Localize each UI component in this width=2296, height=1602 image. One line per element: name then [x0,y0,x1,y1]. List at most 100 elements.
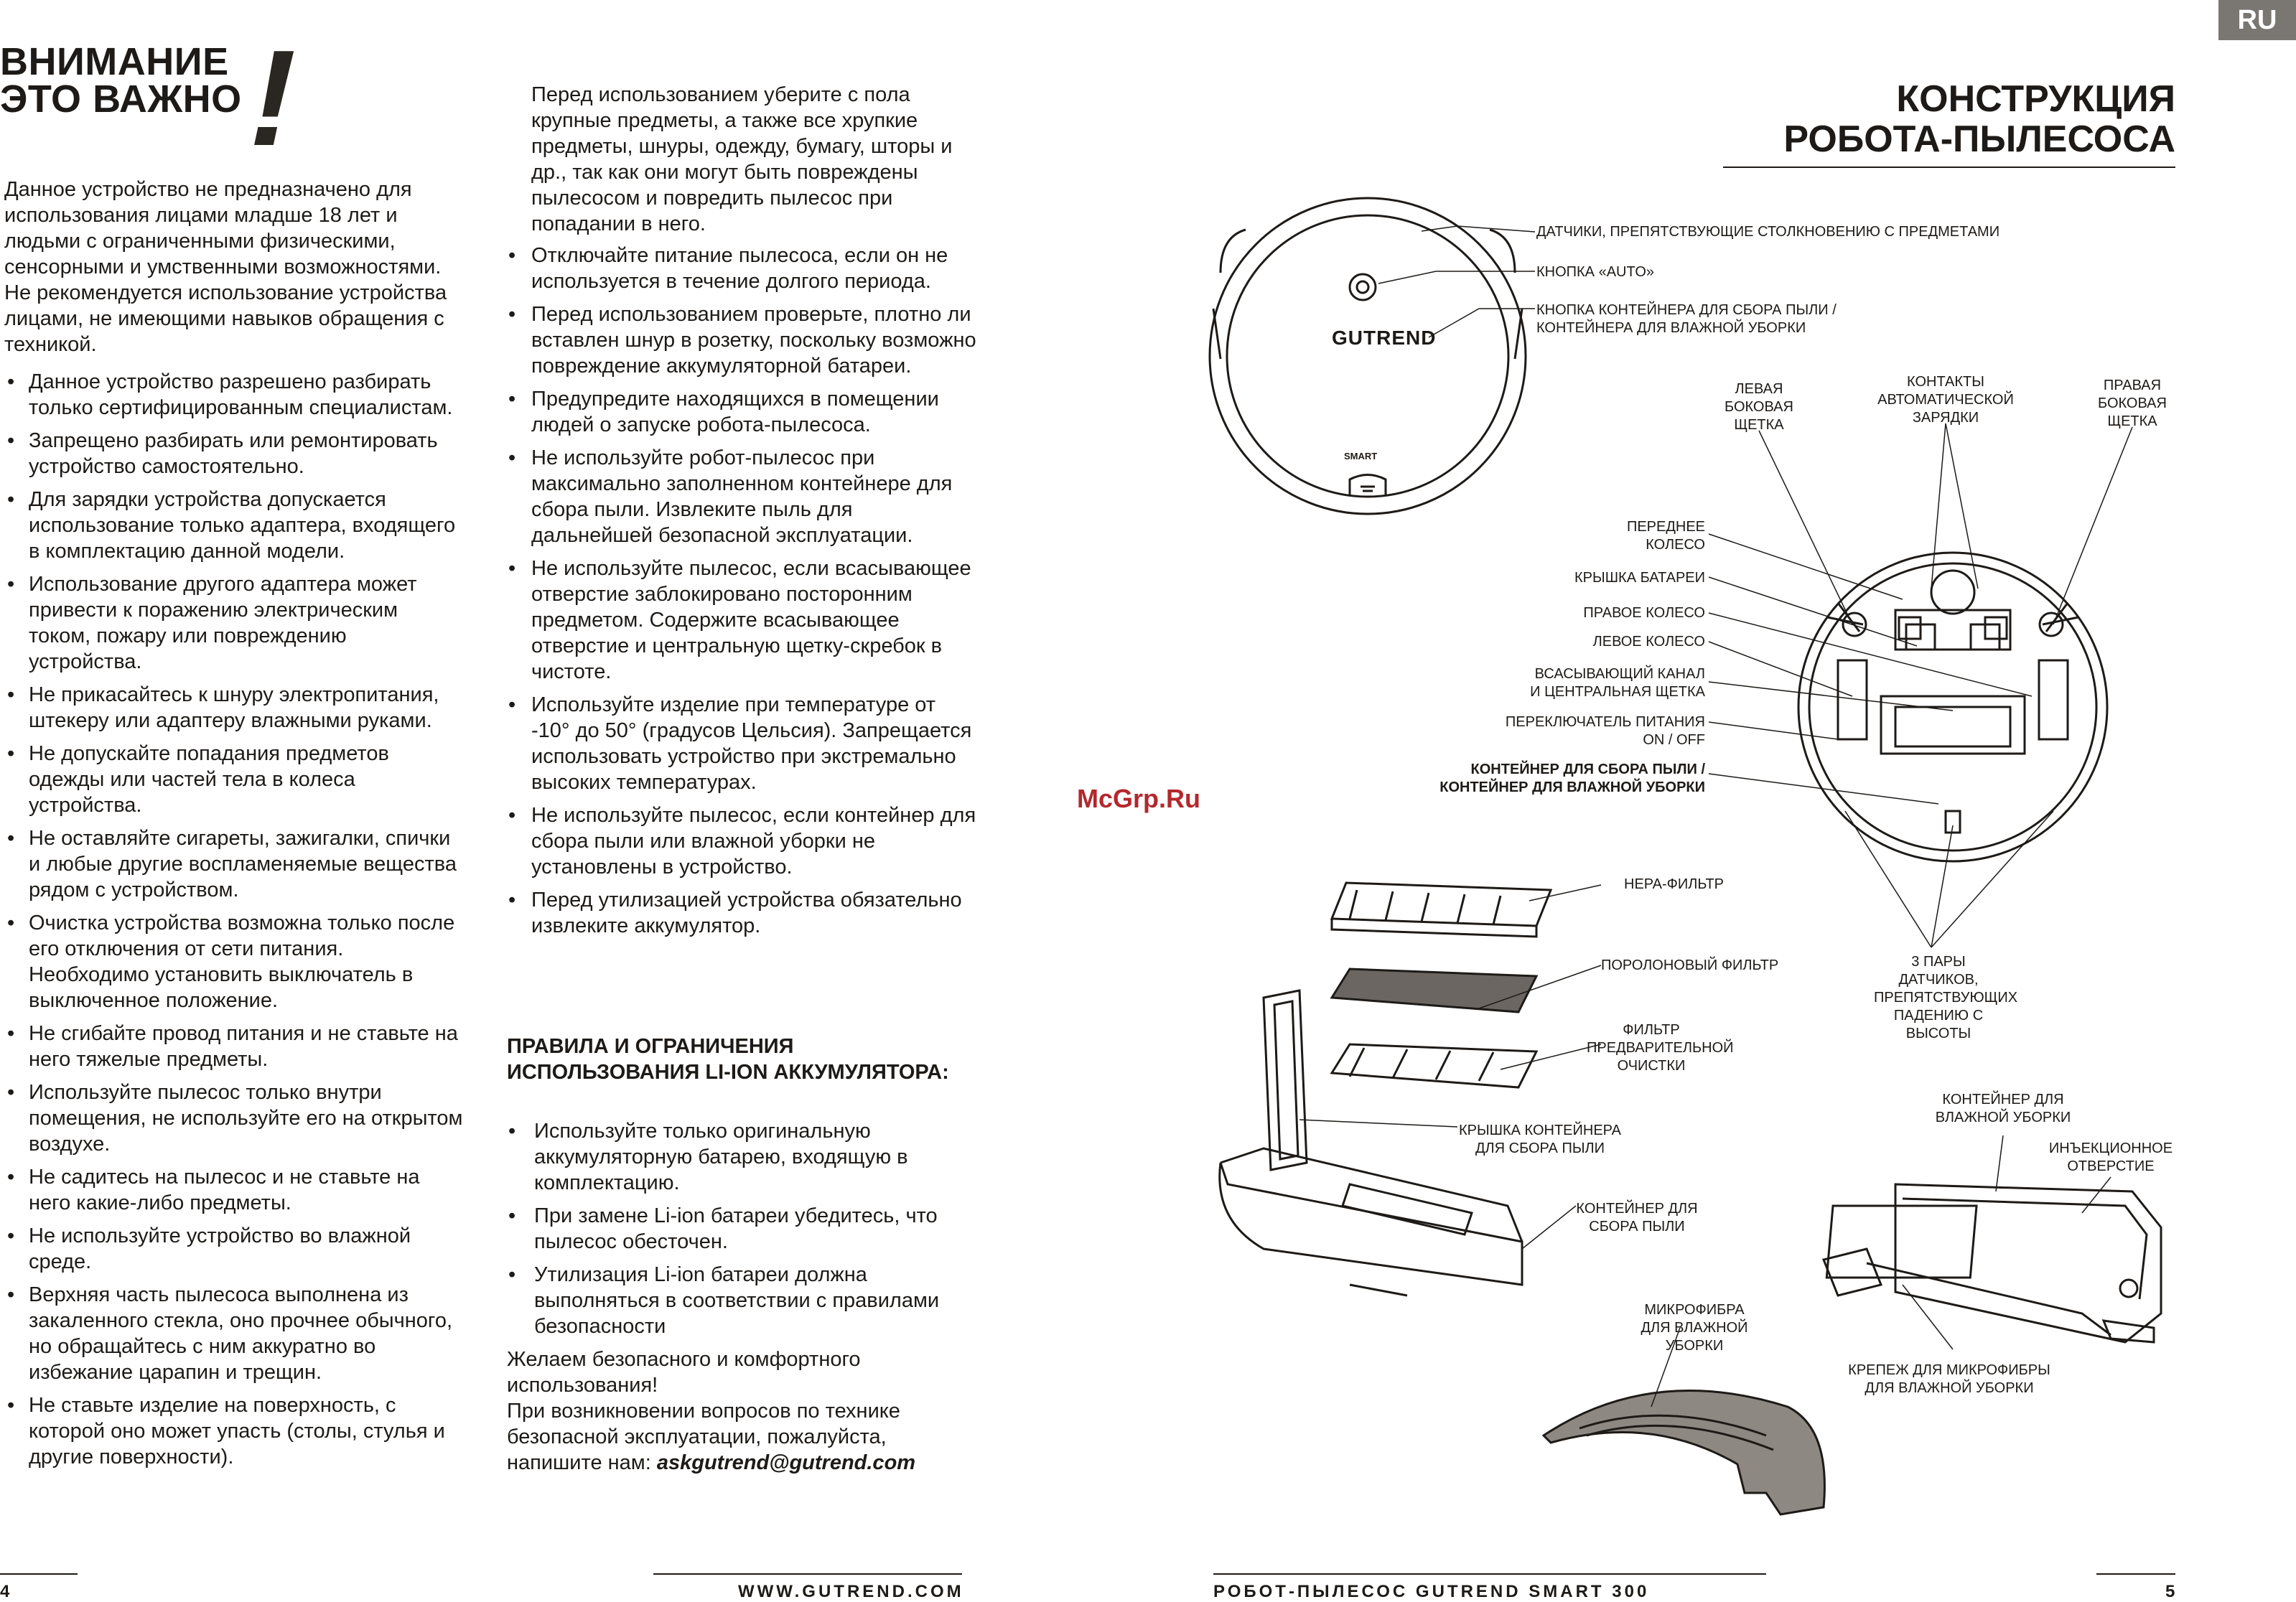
list-item-text: Перед использованием проверьте, плотно л… [531,303,976,378]
bullet-icon: • [508,1204,516,1227]
label-left-wheel: ЛЕВОЕ КОЛЕСО [1592,634,1705,650]
label-prefilter: ФИЛЬТР ПРЕДВАРИТЕЛЬНОЙ ОЧИСТКИ [1587,1022,1734,1074]
list-item-text: Утилизация Li-ion батареи должна выполня… [534,1263,940,1338]
label-wet-container: КОНТЕЙНЕР ДЛЯ ВЛАЖНОЙ УБОРКИ [1935,1092,2071,1125]
footer-product: РОБОТ-ПЫЛЕСОС GUTREND SMART 300 [1213,1582,1650,1601]
bullet-icon: • [7,1283,15,1306]
list-item: •Перед использованием проверьте, плотно … [503,301,976,379]
list-item: •Данное устройство разрешено разбирать т… [4,369,464,421]
list-item-text: Используйте изделие при температуре от -… [531,693,972,794]
list-item: •Не допускайте попадания предметов одежд… [4,741,464,818]
robot-top-view [1208,197,1527,515]
list-item-text: Не используйте устройство во влажной сре… [29,1224,411,1273]
label-left-brush: ЛЕВАЯ БОКОВАЯ ЩЕТКА [1725,381,1793,433]
bullet-icon: • [508,244,516,267]
label-suction-1: ВСАСЫВАЮЩИЙ КАНАЛ [1534,666,1705,682]
bullet-icon: • [7,1081,15,1104]
list-item-text: Не сгибайте провод питания и не ставьте … [29,1022,458,1071]
list-item: • Не прикасайтесь к шнуру электропитания,… [4,682,464,734]
list-item-text: Запрещено разбирать или ремонтировать ус… [29,429,438,478]
list-item: • Не используйте устройство во влажной ср… [4,1223,464,1275]
list-item-text: Верхняя часть пылесоса выполнена из зака… [29,1283,453,1384]
footer-rule-product [1213,1573,1766,1575]
footer-site-link[interactable]: WWW.GUTREND.COM [738,1582,964,1601]
list-item-text: Не прикасайтесь к шнуру электропитания, … [29,683,439,732]
column-2-intro: Перед использованием уберите с пола круп… [531,83,953,235]
label-auto-button: КНОПКА «AUTO» [1536,264,1655,280]
label-dust-lid: КРЫШКА КОНТЕЙНЕРА ДЛЯ СБОРА ПЫЛИ [1458,1123,1622,1156]
bullet-icon: • [7,573,15,596]
bullet-icon: • [7,683,15,706]
label-sensors: ДАТЧИКИ, ПРЕПЯТСТВУЮЩИЕ СТОЛКНОВЕНИЮ С П… [1536,224,2000,240]
footer-rule-site [653,1573,962,1575]
list-item-text: Не оставляйте сигареты, зажигалки, спичк… [29,827,457,901]
language-badge: RU [2218,0,2296,40]
footer-rule-right [2096,1573,2175,1575]
construction-title: КОНСТРУКЦИЯ РОБОТА-ПЫЛЕСОСА [1709,79,2175,159]
leader-lines [1299,225,2133,1407]
label-power-switch-1: ПЕРЕКЛЮЧАТЕЛЬ ПИТАНИЯ [1505,714,1705,730]
list-item-text: Использование другого адаптера может при… [29,573,417,673]
prefilter-drawing [1330,1043,1539,1089]
robot-model-text: SMART [1344,451,1378,462]
list-item: • Не сгибайте провод питания и не ставьте… [4,1021,464,1072]
list-item-text: Не используйте робот-пылесос при максима… [531,446,953,547]
list-item: •Утилизация Li-ion батареи должна выполн… [503,1262,976,1339]
safety-list-column-1: •Данное устройство разрешено разбирать т… [4,369,464,1477]
bullet-icon: • [508,889,516,912]
label-power-switch-2: ON / OFF [1643,732,1705,748]
bullet-icon: • [508,557,516,580]
list-item: •Не садитесь на пылесос и не ставьте на … [4,1164,464,1216]
list-item-text: Не используйте пылесос, если контейнер д… [531,804,976,879]
auto-button-icon [1348,273,1377,301]
list-item: • Используйте изделие при температуре от … [503,692,976,795]
label-dust-wet-container-1: КОНТЕЙНЕР ДЛЯ СБОРА ПЫЛИ / [1470,762,1705,777]
bullet-icon: • [508,693,516,716]
attention-title: ВНИМАНИЕ ЭТО ВАЖНО ! [0,22,330,174]
bullet-icon: • [7,1224,15,1247]
list-item-text: Не ставьте изделие на поверхность, с кот… [29,1394,445,1468]
title-line-1: ВНИМАНИЕ [0,40,229,83]
footer-rule-left [0,1573,78,1575]
closing-wish: Желаем безопасного и комфортного использ… [507,1348,861,1397]
list-item: • Не оставляйте сигареты, зажигалки, спич… [4,825,464,903]
robot-logo: GUTREND [1332,327,1437,349]
list-item: • Используйте пылесос только внутри помещ… [4,1079,464,1157]
label-drop-sensors: 3 ПАРЫ ДАТЧИКОВ, ПРЕПЯТСТВУЮЩИХ ПАДЕНИЮ … [1874,954,2018,1041]
list-item-text: Не садитесь на пылесос и не ставьте на н… [29,1166,420,1214]
list-item-text: При замене Li-ion батареи убедитесь, что… [534,1204,938,1253]
label-battery-cover: КРЫШКА БАТАРЕИ [1574,570,1705,586]
label-dust-container: КОНТЕЙНЕР ДЛЯ СБОРА ПЫЛИ [1576,1201,1698,1235]
bullet-icon: • [7,827,15,850]
label-microfiber-mount: КРЕПЕЖ ДЛЯ МИКРОФИБРЫ ДЛЯ ВЛАЖНОЙ УБОРКИ [1848,1362,2050,1396]
list-item-text: Перед утилизацией устройства обязательно… [531,889,962,937]
label-dust-wet-container-2: КОНТЕЙНЕР ДЛЯ ВЛАЖНОЙ УБОРКИ [1439,779,1705,795]
label-front-wheel: ПЕРЕДНЕЕ КОЛЕСО [1626,519,1705,553]
bullet-icon: • [7,912,15,934]
list-item: •Отключайте питание пылесоса, если он не… [503,243,976,294]
list-item-text: Для зарядки устройства допускается испол… [29,488,456,563]
watermark: McGrp.Ru [1077,784,1201,813]
bullet-icon: • [7,488,15,511]
construction-title-line-2: РОБОТА-ПЫЛЕСОСА [1783,118,2175,160]
list-item: • Для зарядки устройства допускается испо… [4,487,464,564]
title-rule [1723,167,2175,168]
list-item: • Запрещено разбирать или ремонтировать у… [4,428,464,479]
list-item-text: Очистка устройства возможна только после… [29,912,455,1012]
list-item-text: Не используйте пылесос, если всасывающее… [531,557,971,683]
list-item-text: Предупредите находящихся в помещении люд… [531,388,939,436]
label-container-button-2: КОНТЕЙНЕРА ДЛЯ ВЛАЖНОЙ УБОРКИ [1536,320,1806,336]
bullet-icon: • [7,1022,15,1045]
list-item-text: Не допускайте попадания предметов одежды… [29,742,389,817]
list-item-text: Используйте пылесос только внутри помеще… [29,1081,463,1156]
bullet-icon: • [508,388,516,411]
safety-list-column-2: •Отключайте питание пылесоса, если он не… [503,243,976,946]
bullet-icon: • [7,429,15,452]
li-ion-heading: ПРАВИЛА И ОГРАНИЧЕНИЯ ИСПОЛЬЗОВАНИЯ LI-I… [507,1035,949,1084]
contact-email-link[interactable]: askgutrend@gutrend.com [656,1451,916,1474]
label-foam: ПОРОЛОНОВЫЙ ФИЛЬТР [1601,957,1779,973]
list-item: • Перед утилизацией устройства обязательн… [503,887,976,939]
robot-bottom-view [1797,551,2109,863]
microfiber-pad-drawing [1541,1390,1826,1516]
